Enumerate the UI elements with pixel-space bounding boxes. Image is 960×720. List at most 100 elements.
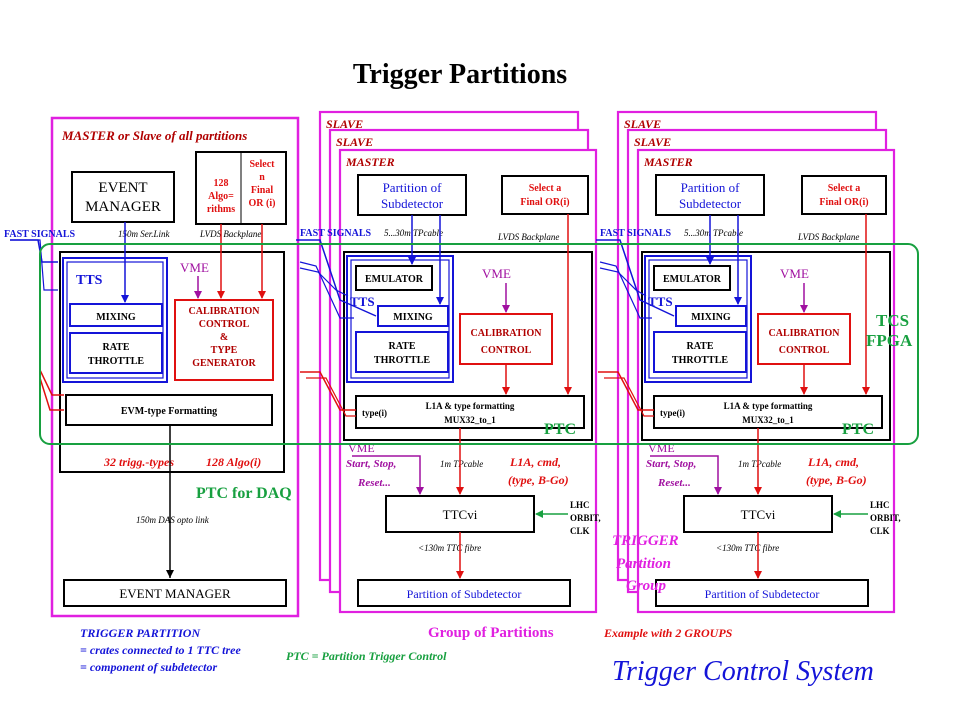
group2-mixing-label: MIXING [691,312,731,323]
group2-slave2-label: SLAVE [634,135,671,149]
group2-partition-top [655,174,765,216]
master-calib-line1: CALIBRATION [189,306,261,317]
group2-l1a-line1: L1A & type formatting [724,401,813,411]
ptc-for-daq-label: PTC for DAQ [196,485,292,502]
group2-calib-line2: CONTROL [779,345,830,356]
event-manager-bottom-label: EVENT MANAGER [119,586,231,601]
group2-vme-label: VME [780,266,809,281]
group2-rate-throttle-box [653,331,747,373]
group2-start-stop-line1: Start, Stop, [646,458,696,470]
master-calib-line5: GENERATOR [192,358,256,369]
group1-partition-bottom-label: Partition of Subdetector [407,587,522,601]
group1-l1a-line2: MUX32_to_1 [444,415,496,425]
trigger-partition-def-line2: = crates connected to 1 TTC tree [80,643,241,657]
das-link-label: 150m DAS opto link [136,515,210,525]
group1-start-stop-line1: Start, Stop, [346,458,396,470]
master-calib-line4: TYPE [211,345,238,356]
group2-l1a-line2: MUX32_to_1 [742,415,794,425]
master-rate-label: RATE [102,342,129,353]
tcs-fpga-boundary [39,243,919,445]
group1-calib-line2: CONTROL [481,345,532,356]
group1-l1a-format-box [355,395,585,429]
group-1: SLAVE SLAVE MASTER Partition of Subdetec… [296,110,601,614]
trigger-group-line2: Partition [616,556,671,572]
group2-lhc-line2: ORBIT, [870,513,901,523]
group1-tts-label: TTS [350,294,375,309]
group2-calibration-box [757,313,851,365]
master-lvds: LVDS Backplane [199,229,261,239]
master-calibration-box [174,299,274,381]
group1-partition-top [357,174,467,216]
group1-throttle-label: THROTTLE [374,355,430,366]
select-box-line4: OR (i) [249,198,276,209]
trigg-types-label: 32 trigg.-types [103,455,174,469]
group1-ptc-label: PTC [544,421,576,438]
group1-start-stop-line2: Reset... [357,477,391,489]
master-throttle-label: THROTTLE [88,356,144,367]
group2-lhc-line1: LHC [870,500,890,510]
evm-formatting-label: EVM-type Formatting [121,406,217,417]
group2-partition-bottom-label: Partition of Subdetector [705,587,820,601]
group2-master-label: MASTER [643,155,693,169]
group1-partition-top-line1: Partition of [383,180,443,195]
master-mixing-label: MIXING [96,312,136,323]
master-tts-box [62,257,168,383]
fpga-label: FPGA [866,331,913,350]
master-vme-label: VME [180,260,209,275]
group1-vme-label: VME [482,266,511,281]
example-label: Example with 2 GROUPS [603,626,733,640]
group2-type-i: type(i) [660,408,685,418]
evm-formatting-box [65,394,273,426]
event-manager-top-box [71,171,175,223]
system-title: Trigger Control System [612,656,874,687]
group1-tpcable: 5...30m TPcable [384,228,443,238]
group1-emulator-box [355,265,433,291]
group2-calib-line1: CALIBRATION [769,328,841,339]
tcs-label: TCS [876,311,909,330]
group2-tpcable-1m: 1m TPcable [738,459,781,469]
group2-lhc-line3: CLK [870,526,890,536]
group-of-partitions-label: Group of Partitions [428,625,554,641]
page-title: Trigger Partitions [353,59,567,90]
group2-fast-signals: FAST SIGNALS [600,228,671,239]
master-fast-signals: FAST SIGNALS [4,229,75,240]
group1-ttcvi-label: TTCvi [443,507,478,522]
ptc-def-label: PTC = Partition Trigger Control [286,649,447,663]
master-calib-line2: CONTROL [199,319,250,330]
group2-ttc-fibre: <130m TTC fibre [716,543,779,553]
group1-select-line2: Final OR(i) [520,197,569,208]
algo-box-line3: rithms [207,204,235,215]
group1-lhc-line2: ORBIT, [570,513,601,523]
group1-calibration-box [459,313,553,365]
master-panel: MASTER or Slave of all partitions EVENT … [4,116,300,618]
group2-ttcvi-box [683,495,833,533]
group1-rate-label: RATE [388,341,415,352]
group1-select-line1: Select a [529,183,562,194]
group2-tts-box [644,255,752,383]
group2-emulator-label: EMULATOR [663,274,722,285]
group1-slave1-label: SLAVE [326,117,363,131]
group2-lvds: LVDS Backplane [797,232,859,242]
group2-partition-top-line2: Subdetector [679,196,742,211]
group1-tpcable-1m: 1m TPcable [440,459,483,469]
master-ser-link: 150m Ser.Link [118,229,171,239]
master-mixing-box [69,303,163,327]
master-rate-throttle-box [69,332,163,374]
group2-partition-bottom [655,579,869,607]
group2-tts-label: TTS [648,294,673,309]
algo-box-line1: 128 [214,178,229,189]
group2-emulator-box [653,265,731,291]
trigger-group-line3: Group [626,578,667,594]
select-box-line3: Final [251,185,273,196]
master-tts-label: TTS [76,273,103,288]
select-box-line2: n [259,172,265,183]
group1-lhc-line3: CLK [570,526,590,536]
group2-l1a-cmd-line2: (type, B-Go) [806,473,867,487]
algo-box-line2: Algo= [208,191,234,202]
group2-l1a-format-box [653,395,883,429]
group2-start-stop-line2: Reset... [657,477,691,489]
event-manager-bottom-box [63,579,287,607]
group1-partition-bottom [357,579,571,607]
master-calib-line3: & [220,332,228,343]
